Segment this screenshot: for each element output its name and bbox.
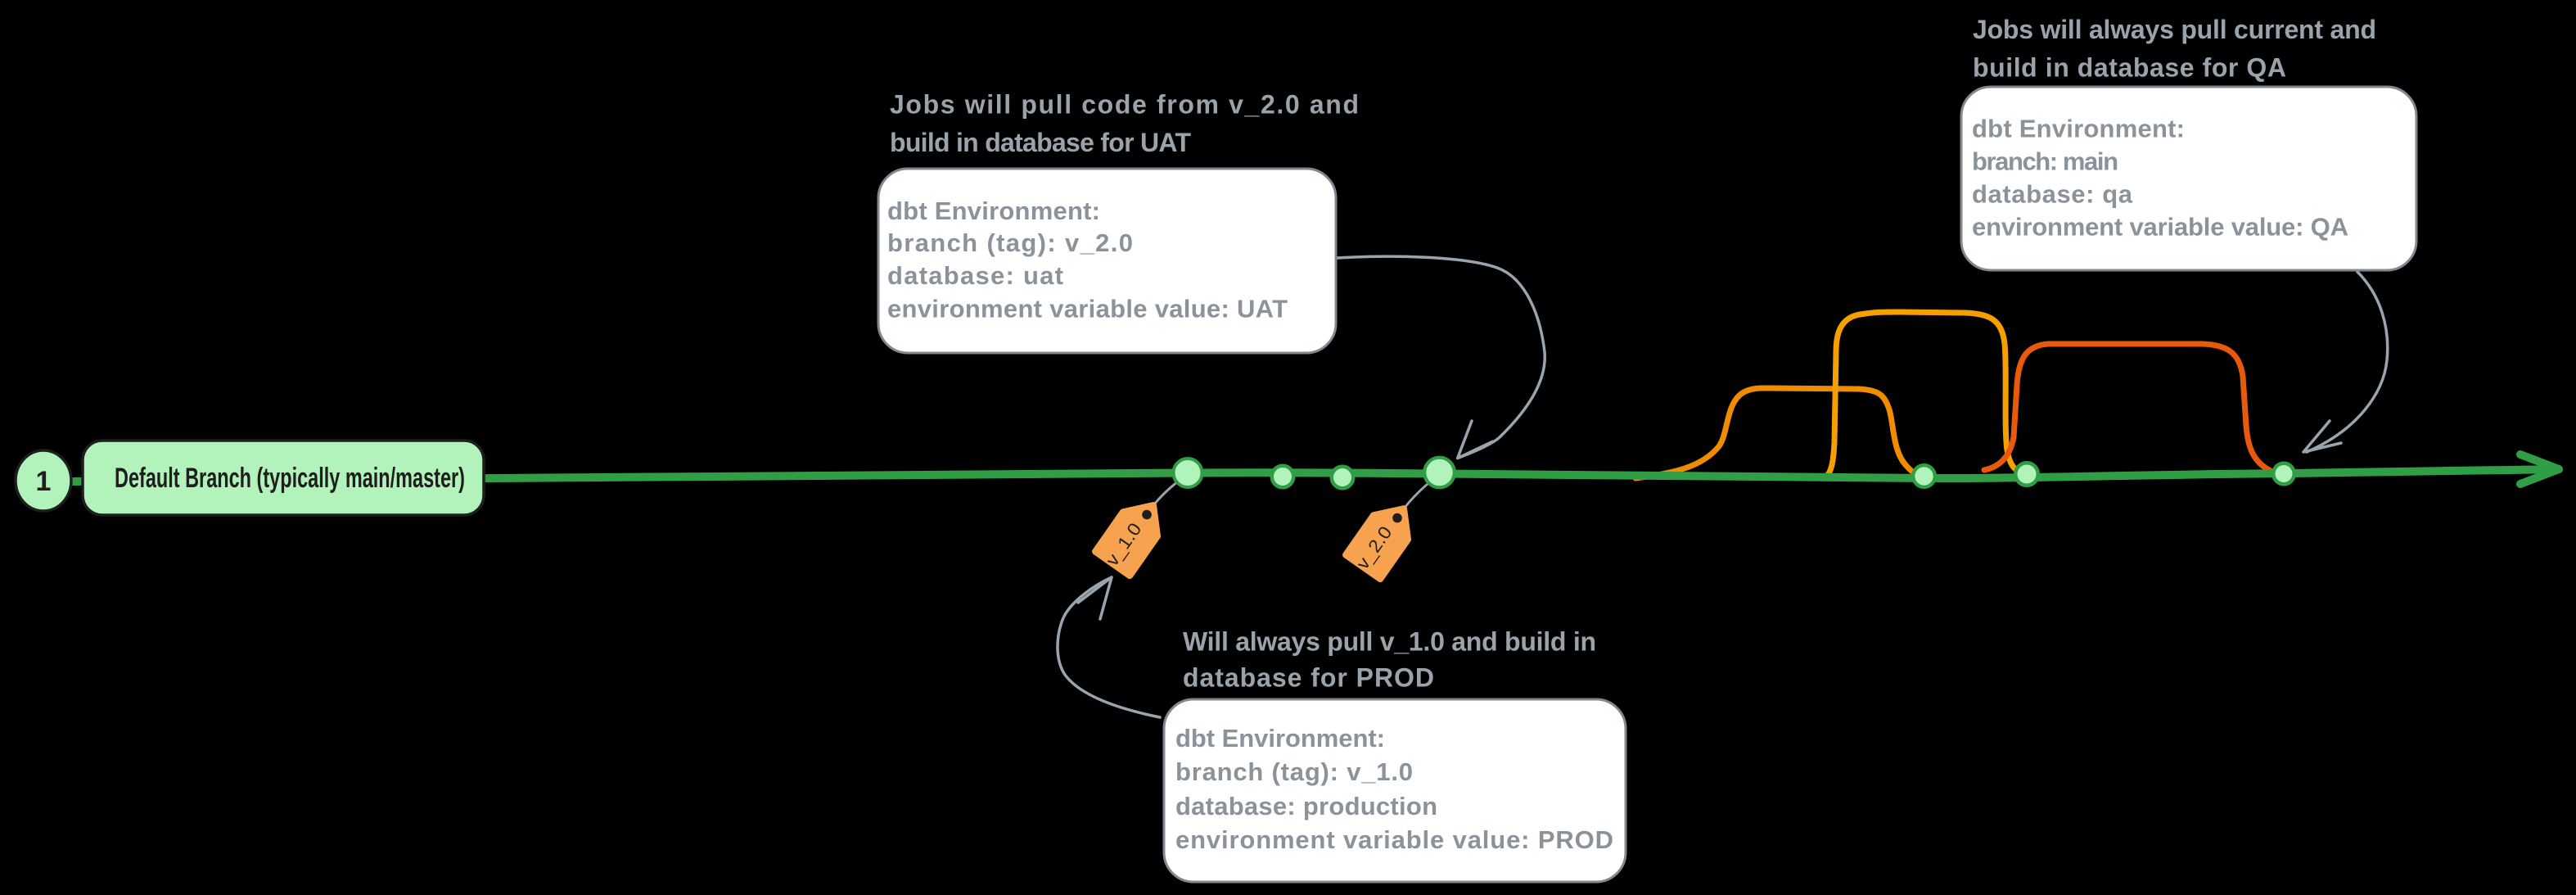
svg-text:branch (tag): v_1.0: branch (tag): v_1.0 <box>1175 757 1413 786</box>
svg-text:build in database for QA: build in database for QA <box>1973 53 2286 83</box>
svg-text:branch: main: branch: main <box>1972 147 2118 176</box>
svg-text:1: 1 <box>36 466 52 497</box>
svg-text:environment variable value: PR: environment variable value: PROD <box>1175 825 1613 854</box>
svg-text:dbt Environment:: dbt Environment: <box>887 197 1100 225</box>
svg-text:Will always pull v_1.0 and bui: Will always pull v_1.0 and build in <box>1183 627 1596 657</box>
svg-text:Default Branch (typically main: Default Branch (typically main/master) <box>115 463 465 494</box>
svg-text:branch (tag): v_2.0: branch (tag): v_2.0 <box>887 228 1133 257</box>
svg-text:environment variable value: QA: environment variable value: QA <box>1972 213 2348 242</box>
svg-text:database for PROD: database for PROD <box>1183 663 1434 693</box>
svg-text:dbt Environment:: dbt Environment: <box>1175 724 1385 753</box>
svg-text:environment variable value: UA: environment variable value: UAT <box>887 295 1288 323</box>
svg-text:database: production: database: production <box>1175 792 1437 820</box>
svg-text:Jobs will always pull current: Jobs will always pull current and <box>1973 15 2376 44</box>
svg-text:dbt Environment:: dbt Environment: <box>1972 115 2185 143</box>
svg-text:Jobs will pull code from v_2.0: Jobs will pull code from v_2.0 and <box>890 90 1359 120</box>
svg-text:database: qa: database: qa <box>1972 180 2133 209</box>
svg-text:build in database for UAT: build in database for UAT <box>890 128 1191 157</box>
svg-text:database: uat: database: uat <box>887 261 1063 290</box>
